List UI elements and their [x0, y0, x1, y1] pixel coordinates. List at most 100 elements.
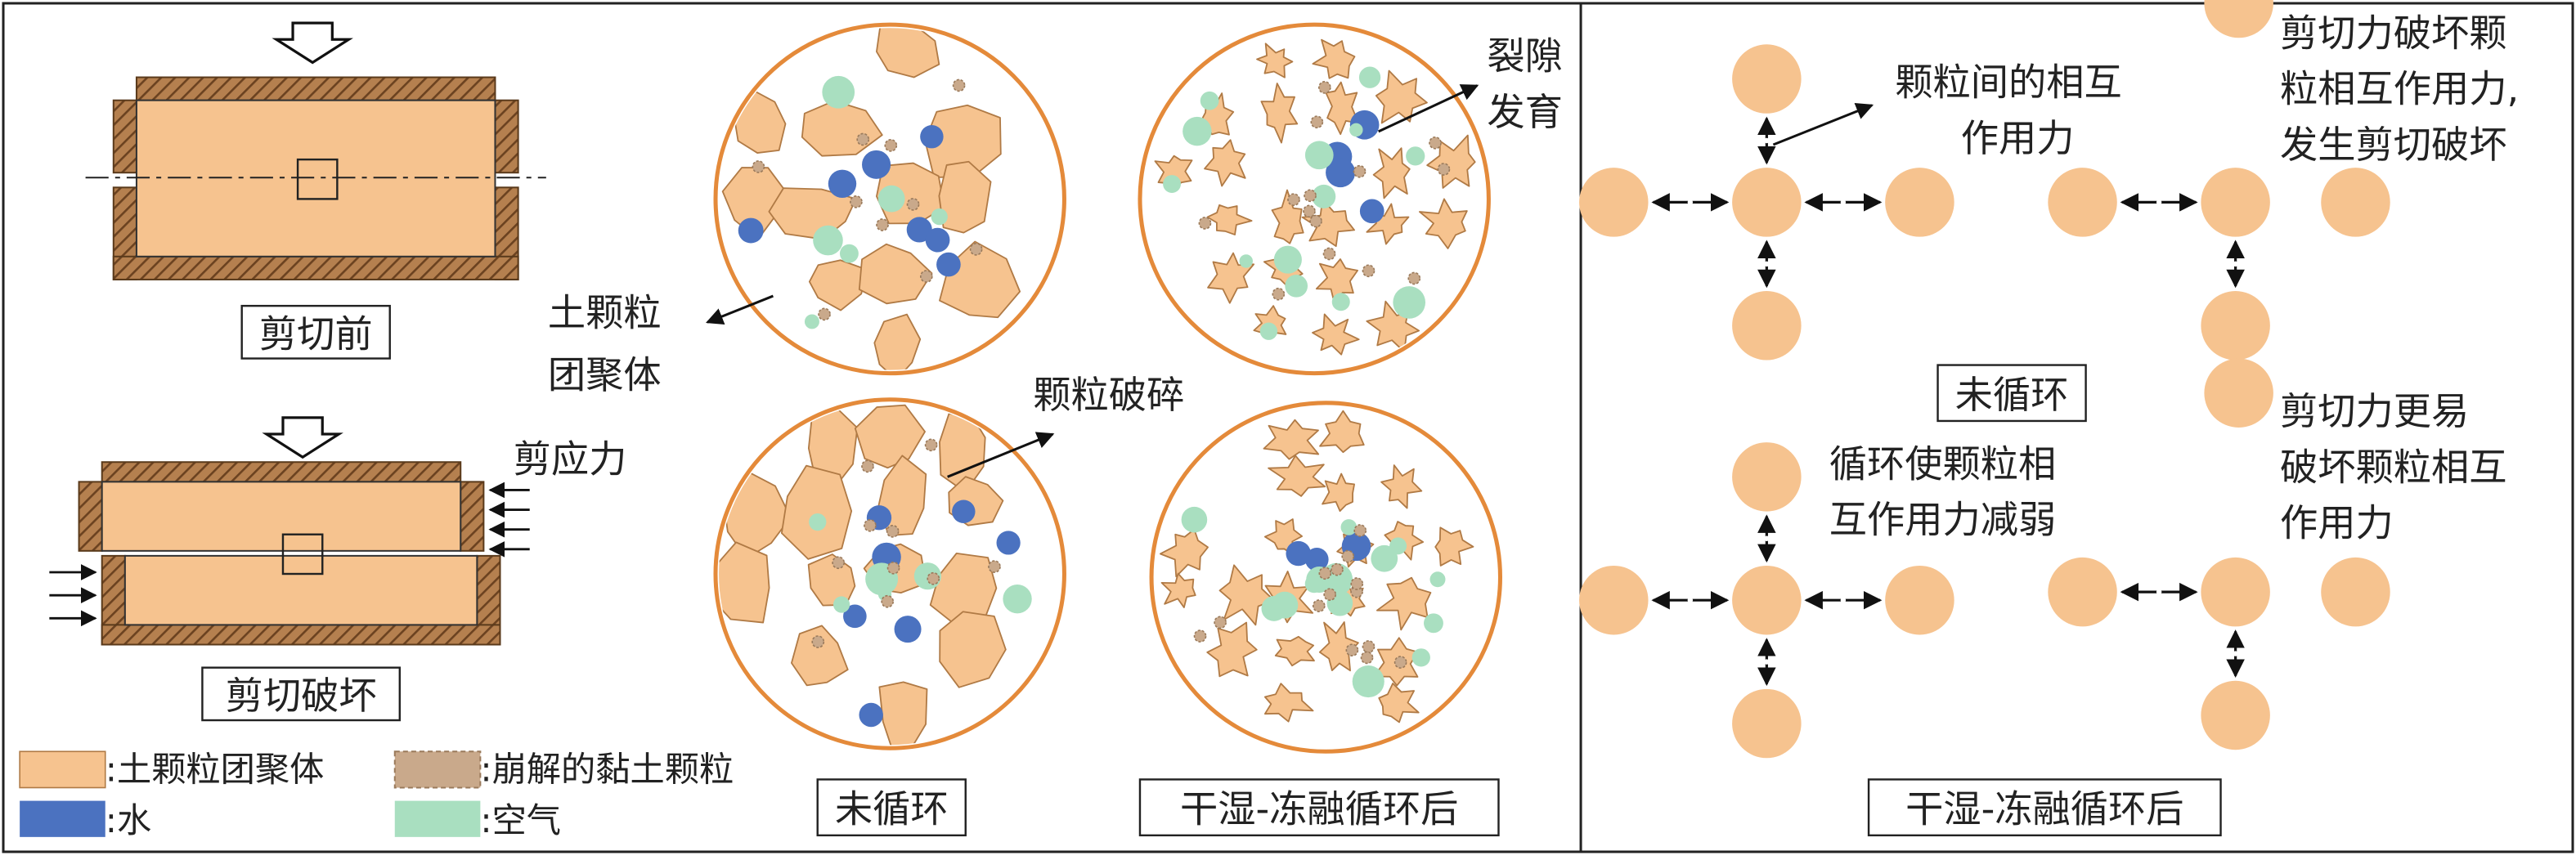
soil-particle [1732, 565, 1802, 635]
air-bubble [832, 596, 850, 613]
caption-right-uncycled: 未循环 [1955, 373, 2069, 417]
soil-particle [2321, 168, 2390, 237]
clay-particle [1214, 616, 1227, 629]
legend-swatch-air [394, 800, 481, 837]
network-cycled-failed [2048, 358, 2390, 750]
clay-particle [1350, 577, 1364, 590]
particle-circles [713, 22, 1503, 754]
clay-particle [856, 132, 870, 146]
caption-middle-uncycled: 未循环 [835, 787, 949, 831]
label-shear-failure: 剪切破坏 [226, 674, 377, 718]
soil-particle [1732, 688, 1802, 759]
air-bubble [1304, 575, 1323, 593]
clay-particle [886, 561, 900, 575]
air-bubble [1358, 66, 1381, 88]
clay-particle [1429, 136, 1442, 150]
sample-element [281, 533, 324, 576]
clay-particle [1362, 640, 1376, 653]
circle-cycled-top [1138, 22, 1491, 376]
clay-particle [1198, 217, 1212, 230]
water-droplet [1359, 199, 1384, 224]
label-weakened-line2: 互作用力减弱 [1829, 498, 2057, 542]
air-bubble [1200, 91, 1219, 110]
legend-clay: :崩解的黏土颗粒 [480, 749, 734, 789]
soil-aggregate [1160, 572, 1196, 608]
soil-particle [1732, 44, 1802, 114]
clay-particle [1341, 549, 1355, 563]
shear-box-failure [49, 416, 530, 646]
soil-aggregate [924, 104, 1002, 178]
clay-particle [811, 635, 825, 648]
clay-particle [969, 243, 983, 256]
legend: :土颗粒团聚体 :崩解的黏土颗粒 :水 :空气 [19, 749, 734, 840]
clay-particle [1193, 629, 1207, 643]
soil-aggregate [791, 625, 849, 687]
soil-aggregate [719, 541, 770, 624]
water-droplet [920, 124, 944, 149]
soil-particle [2048, 557, 2117, 627]
water-droplet [1286, 540, 1311, 567]
soil-particle [2321, 557, 2390, 627]
soil-particle [2201, 291, 2270, 361]
legend-air: :空气 [480, 800, 561, 840]
soil-aggregate [1419, 198, 1468, 249]
soil-aggregate [1312, 38, 1356, 79]
air-bubble [839, 244, 859, 263]
label-interaction-line1: 颗粒间的相互 [1895, 60, 2122, 105]
clay-particle [1331, 562, 1344, 576]
water-droplet [996, 531, 1021, 555]
legend-swatch-aggregate [19, 750, 106, 789]
label-easier-line2: 破坏颗粒相互 [2280, 445, 2507, 489]
clay-particle [919, 270, 933, 283]
clay-particle [818, 307, 831, 321]
label-crack-line1: 裂隙 [1487, 34, 1563, 78]
clay-particle [1310, 115, 1324, 129]
soil-aggregate [938, 160, 992, 234]
clay-particle [1323, 588, 1337, 602]
air-bubble [1239, 254, 1253, 268]
air-bubble [804, 314, 819, 329]
soil-aggregate [1206, 621, 1258, 678]
air-bubble [809, 513, 827, 531]
soil-particle [2204, 0, 2273, 38]
clay-particle [884, 139, 898, 152]
clay-particle [876, 218, 889, 231]
circle-uncycled-bottom [713, 397, 1066, 750]
soil-aggregate [1322, 473, 1355, 513]
network-uncycled-failed [2048, 0, 2390, 361]
air-bubble [1312, 184, 1336, 208]
clay-particle [1353, 524, 1367, 537]
soil-particle [2201, 557, 2270, 627]
air-bubble [1163, 175, 1182, 194]
soil-aggregate [1206, 204, 1253, 235]
clay-particle [1303, 204, 1316, 218]
label-shear-destroy-line3: 发生剪切破坏 [2280, 123, 2507, 167]
sample-element [296, 158, 339, 200]
circle-cycled-bottom [1149, 401, 1503, 754]
soil-aggregate [1301, 198, 1355, 248]
clay-particle [886, 525, 900, 538]
soil-aggregate [929, 552, 998, 626]
soil-particle [2048, 168, 2117, 237]
interaction-callout: 颗粒间的相互 作用力 [1772, 60, 2122, 160]
clay-particle [1317, 81, 1331, 94]
particle-break-callout: 颗粒破碎 [947, 373, 1184, 478]
clay-particle [881, 594, 895, 608]
soil-particle [1732, 291, 1802, 361]
soil-particle [2204, 358, 2273, 428]
air-bubble [1429, 571, 1446, 588]
soil-aggregate [1263, 419, 1320, 460]
soil-aggregate [1263, 683, 1314, 723]
shear-stress-arrows-right [488, 482, 530, 558]
air-bubble [931, 208, 948, 226]
water-droplet [1326, 158, 1356, 188]
air-bubble [1271, 591, 1299, 619]
clay-particle [832, 556, 845, 570]
load-arrow-icon [262, 416, 343, 459]
clay-particle [864, 518, 877, 532]
clay-particle [1322, 247, 1336, 261]
label-aggregate-line2: 团聚体 [548, 353, 662, 397]
clay-particle [952, 78, 966, 92]
